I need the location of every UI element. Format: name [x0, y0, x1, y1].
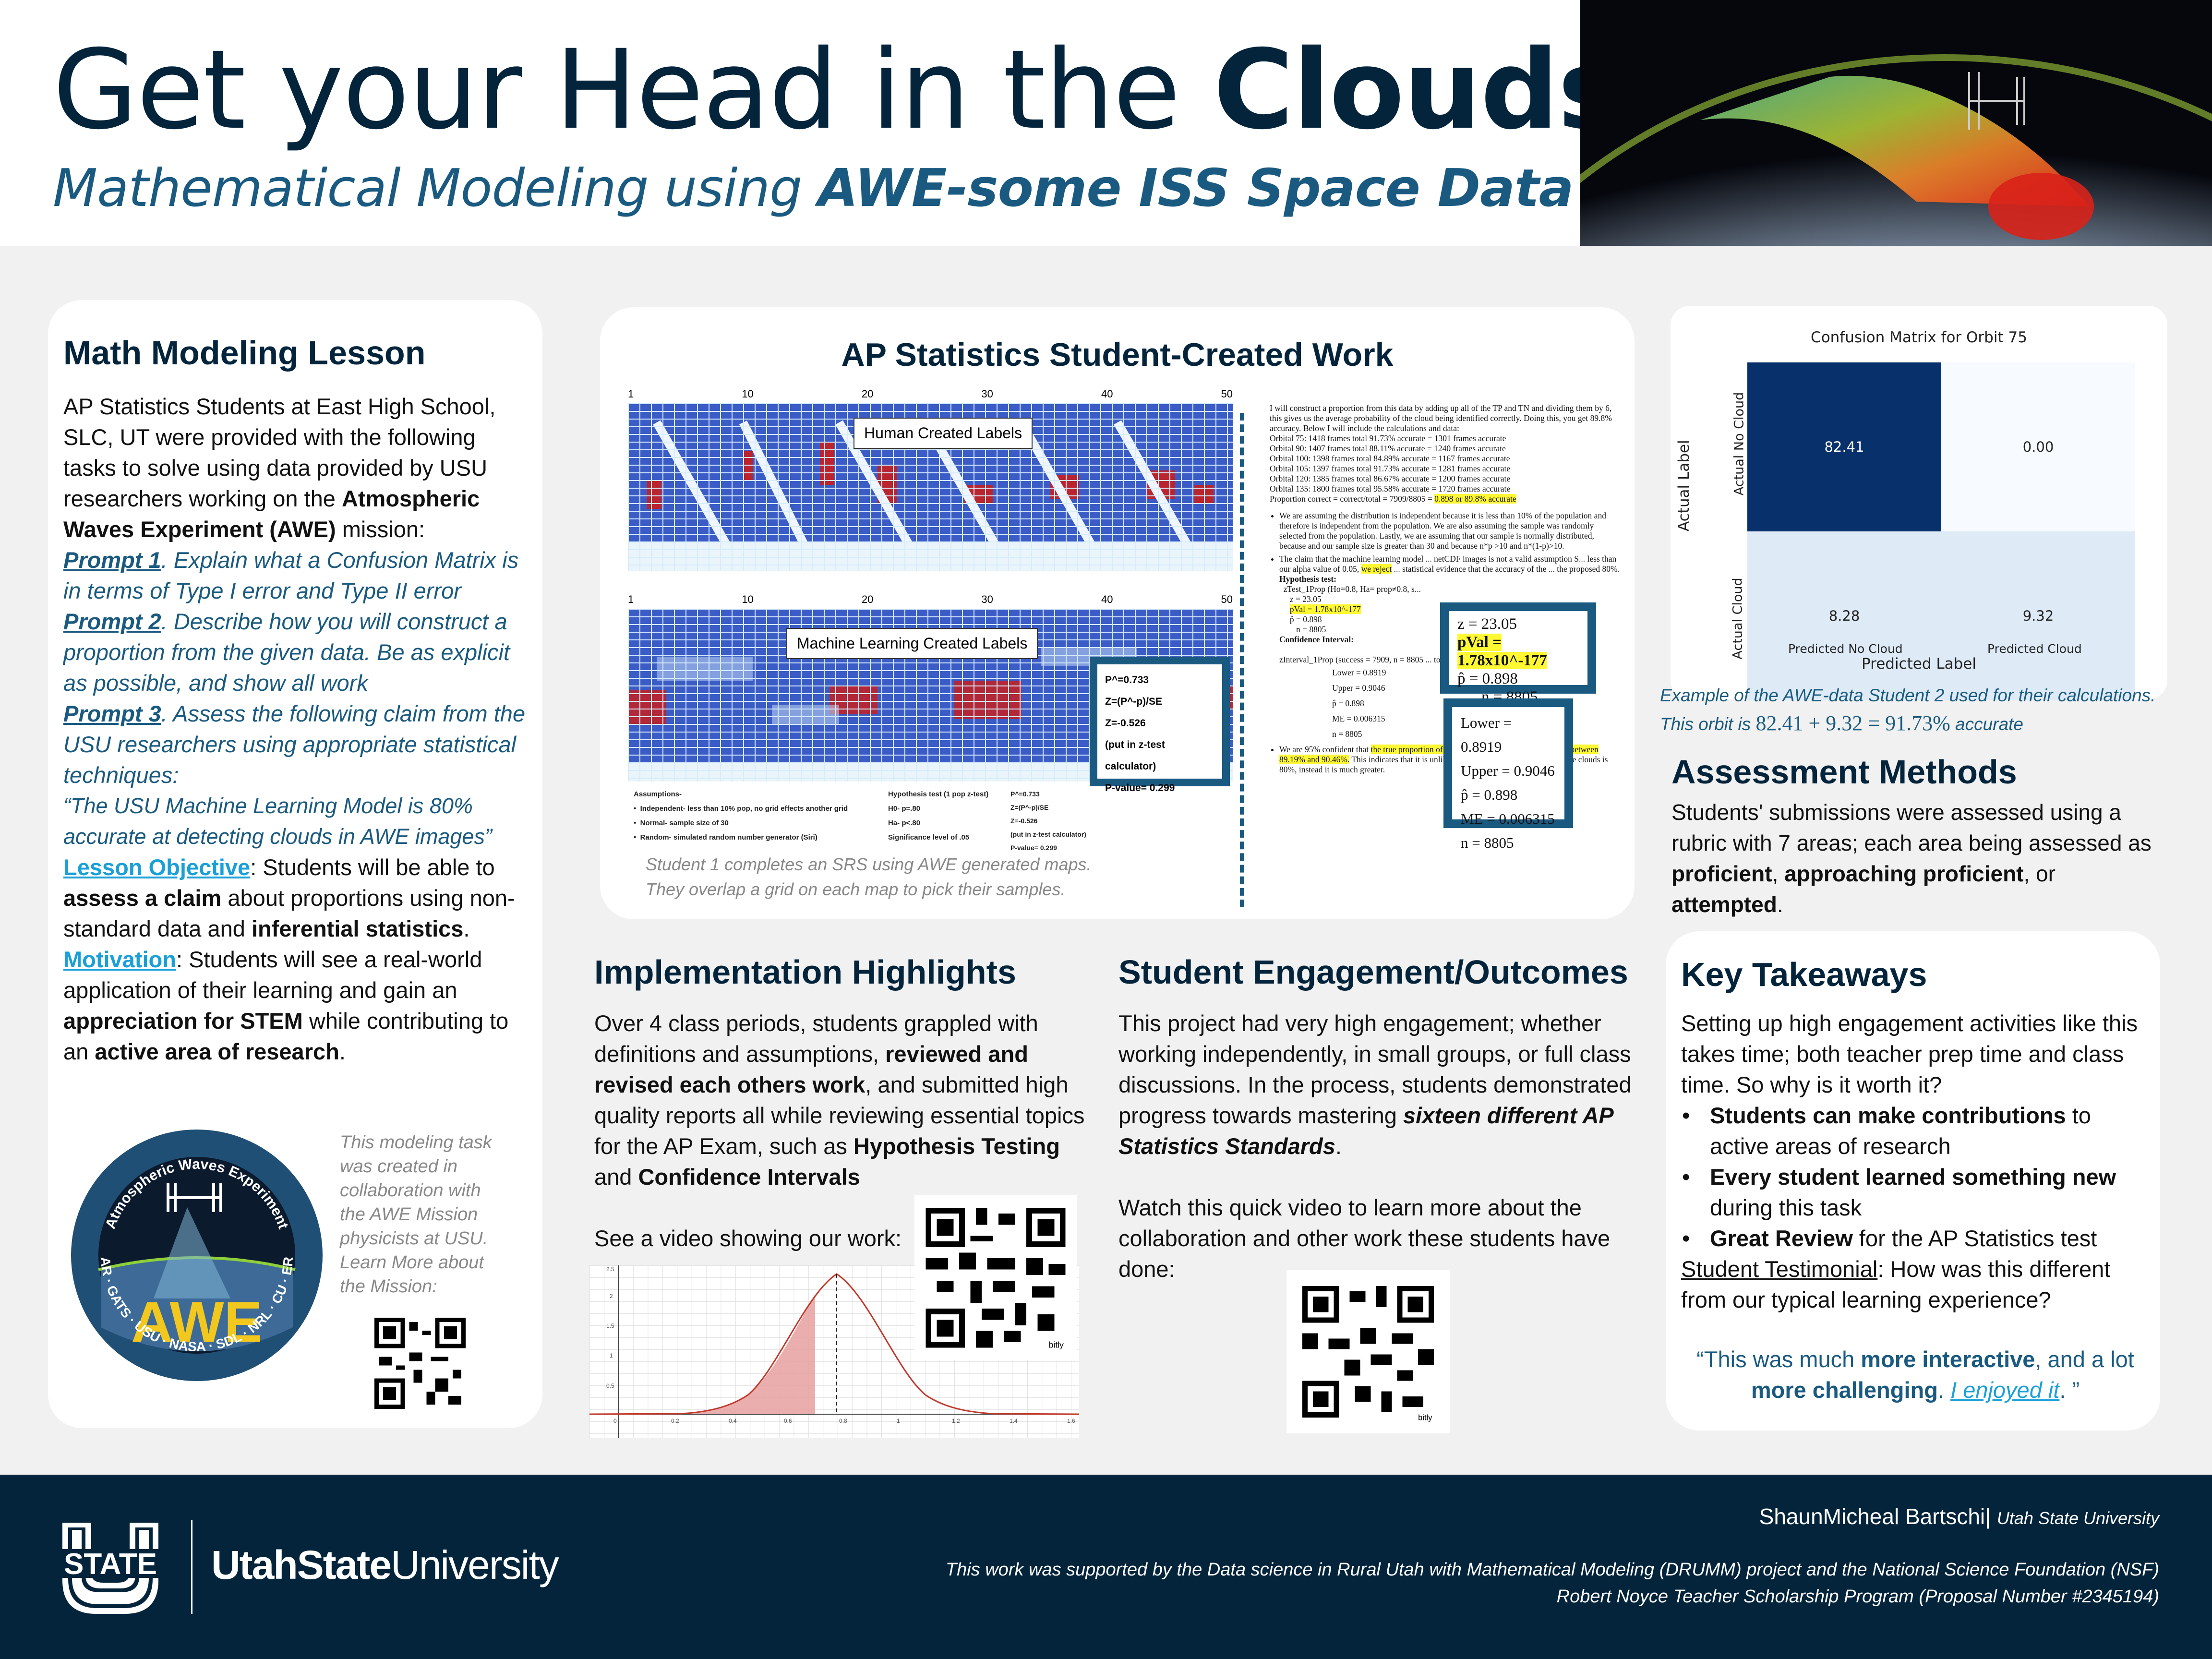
claim-quote: “The USU Machine Learning Model is 80% a… [63, 793, 492, 849]
student-testimonial-quote: “This was much more interactive, and a l… [1696, 1346, 2134, 1403]
takeaway-bullet: Students can make contributions to activ… [1681, 1100, 2152, 1162]
confusion-matrix-grid: 82.41 0.00 8.28 9.32 [1747, 362, 2135, 701]
svg-text:STATE: STATE [64, 1548, 157, 1581]
usu-wordmark: UtahStateUniversity [211, 1542, 559, 1587]
svg-text:1.2: 1.2 [952, 1418, 960, 1424]
hypothesis-results: P^=0.733 Z=(P^-p)/SE Z=-0.526 (put in z-… [1010, 790, 1086, 852]
funding-acknowledgement: This work was supported by the Data scie… [945, 1560, 2159, 1607]
svg-text:bitly: bitly [1418, 1414, 1432, 1422]
svg-text:2: 2 [610, 1293, 613, 1299]
svg-text:0: 0 [613, 1418, 617, 1424]
svg-text:0.5: 0.5 [606, 1382, 614, 1389]
prompt-2: Prompt 2. Describe how you will construc… [63, 609, 510, 696]
poster-subtitle: Mathematical Modeling using AWE-some ISS… [53, 158, 1574, 218]
cm-ytick-1: Actual Cloud [1730, 577, 1745, 660]
cm-cell-fp: 0.00 [1941, 362, 2135, 531]
takeaway-bullet: Every student learned something new duri… [1681, 1162, 2152, 1223]
implementation-heading: Implementation Highlights [594, 953, 1016, 991]
takeaway-bullet: Great Review for the AP Statistics test [1681, 1223, 2152, 1254]
lesson-objective-link[interactable]: Lesson Objective [63, 854, 251, 880]
cm-ylabel: Actual Label [1675, 440, 1693, 531]
enjoyed-it-link[interactable]: I enjoyed it [1950, 1377, 2060, 1403]
confusion-matrix-title: Confusion Matrix for Orbit 75 [1811, 329, 2027, 346]
svg-text:0.6: 0.6 [784, 1418, 792, 1424]
engagement-heading: Student Engagement/Outcomes [1118, 953, 1628, 991]
collaboration-video-qr-code[interactable]: bitly [1286, 1270, 1450, 1433]
takeaways-body: Setting up high engagement activities li… [1681, 1008, 2152, 1315]
subtitle-bold: AWE-some ISS Space Data [817, 158, 1574, 218]
student-work-heading: AP Statistics Student-Created Work [841, 337, 1394, 373]
video-prompt: See a video showing our work: [594, 1226, 902, 1251]
svg-text:1.5: 1.5 [606, 1322, 614, 1329]
logo-separator [191, 1520, 192, 1614]
math-modeling-lesson-panel: Math Modeling Lesson AP Statistics Stude… [48, 300, 542, 1428]
key-takeaways-panel: Key Takeaways Setting up high engagement… [1666, 931, 2160, 1431]
assumptions-list: Assumptions- • Independent- less than 10… [634, 790, 848, 842]
confusion-matrix-caption: Example of the AWE-data Student 2 used f… [1660, 685, 2156, 735]
svg-text:1: 1 [610, 1352, 613, 1359]
assessment-body: Students' submissions were assessed usin… [1671, 800, 2152, 917]
svg-text:1.4: 1.4 [1010, 1418, 1018, 1424]
prompt-3: Prompt 3. Assess the following claim fro… [63, 701, 526, 788]
engagement-video-prompt: Watch this quick video to learn more abo… [1118, 1195, 1611, 1282]
svg-text:1.6: 1.6 [1067, 1418, 1075, 1424]
lesson-heading: Math Modeling Lesson [63, 334, 426, 372]
poster-title: Get your Head in the Clouds! [53, 30, 1672, 150]
dashed-divider [1240, 413, 1244, 907]
footer: STATE UtahStateUniversity ShaunMicheal B… [0, 1475, 2212, 1659]
cm-xtick-0: Predicted No Cloud [1788, 642, 1903, 656]
motivation-link[interactable]: Motivation [63, 947, 176, 972]
subtitle-regular: Mathematical Modeling using [53, 158, 818, 218]
cm-cell-tp: 9.32 [1941, 531, 2135, 700]
cm-ytick-0: Actual No Cloud [1731, 392, 1747, 496]
confusion-matrix-panel: Confusion Matrix for Orbit 75 82.41 0.00… [1671, 306, 2167, 701]
human-labels-tag: Human Created Labels [854, 418, 1033, 449]
engagement-body: This project had very high engagement; w… [1118, 1008, 1632, 1285]
cm-xtick-1: Predicted Cloud [1987, 642, 2082, 656]
title-regular: Get your Head in the [53, 26, 1214, 154]
svg-text:AWE: AWE [131, 1290, 262, 1354]
cm-xlabel: Predicted Label [1861, 655, 1976, 673]
awe-mission-badge: AWE Atmospheric Waves Experiment NCAR · … [62, 1114, 326, 1385]
collaboration-note: This modeling task was created in collab… [340, 1132, 492, 1297]
implementation-body: Over 4 class periods, students grappled … [594, 1008, 1103, 1254]
prompt-1: Prompt 1. Explain what a Confusion Matri… [63, 547, 519, 603]
assessment-heading: Assessment Methods [1671, 753, 2017, 791]
takeaways-heading: Key Takeaways [1681, 956, 1927, 993]
svg-text:0.2: 0.2 [671, 1418, 679, 1424]
svg-text:2.5: 2.5 [606, 1266, 614, 1273]
student1-caption: Student 1 completes an SRS using AWE gen… [646, 854, 1092, 899]
lesson-body: AP Statistics Students at East High Scho… [63, 391, 534, 1067]
earth-orbit-image [1580, 0, 2212, 246]
student2-report: I will construct a proportion from this … [1270, 403, 1620, 775]
svg-text:bitly: bitly [1049, 1340, 1064, 1350]
svg-text:0.8: 0.8 [839, 1418, 847, 1424]
hypothesis-list: Hypothesis test (1 pop z-test) H0- p=.80… [888, 790, 989, 842]
author-line: ShaunMicheal Bartschi| Utah State Univer… [1759, 1504, 2159, 1529]
cm-cell-fn: 8.28 [1747, 531, 1941, 700]
svg-text:0.4: 0.4 [729, 1418, 737, 1424]
human-labels-map: Human Created Labels [628, 403, 1233, 571]
ztest-zoom-callout: z = 23.05 pVal = 1.78x10^-177 p̂ = 0.898… [1440, 602, 1596, 706]
svg-text:1: 1 [897, 1418, 900, 1424]
usu-block-u-logo: STATE [48, 1520, 173, 1616]
video-qr-code[interactable]: bitly [914, 1195, 1077, 1360]
poster-header: Get your Head in the Clouds! Mathematica… [0, 0, 2212, 246]
student1-stat-callout: P^=0.733 Z=(P^-p)/SE Z=-0.526 (put in z-… [1090, 657, 1230, 793]
confidence-interval-zoom-callout: Lower = 0.8919 Upper = 0.9046 p̂ = 0.898… [1443, 698, 1573, 851]
ml-labels-tag: Machine Learning Created Labels [786, 628, 1038, 659]
cm-cell-tn: 82.41 [1747, 362, 1941, 531]
mission-qr-code[interactable] [374, 1318, 466, 1409]
